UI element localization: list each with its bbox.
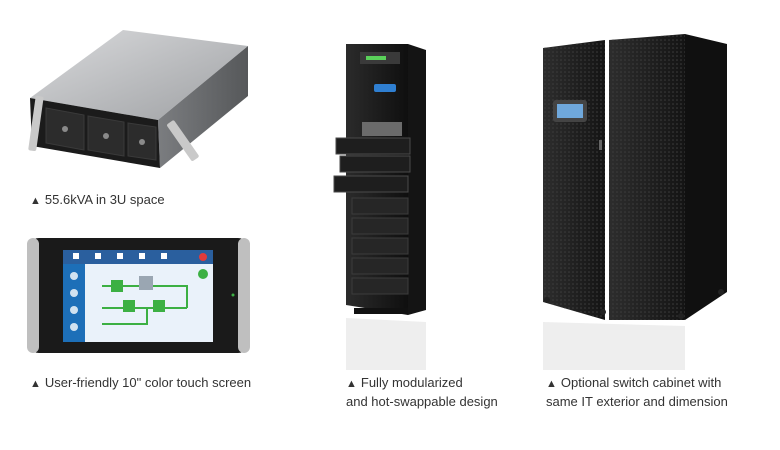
caption-rack: ▲55.6kVA in 3U space xyxy=(30,191,165,210)
caption-ups: ▲Fully modularized and hot-swappable des… xyxy=(346,374,498,411)
triangle-bullet-icon: ▲ xyxy=(546,378,557,390)
switch-cabinet-image xyxy=(535,30,735,370)
touch-screen-image xyxy=(27,238,250,353)
caption-screen: ▲User-friendly 10" color touch screen xyxy=(30,374,251,393)
triangle-bullet-icon: ▲ xyxy=(30,378,41,390)
modular-cabinet-image xyxy=(330,40,460,370)
rack-unit-image xyxy=(28,28,250,173)
caption-screen-text: User-friendly 10" color touch screen xyxy=(44,375,252,390)
caption-ups-line2: and hot-swappable design xyxy=(346,394,498,409)
caption-rack-text: 55.6kVA in 3U space xyxy=(44,192,165,207)
caption-switch: ▲Optional switch cabinet with same IT ex… xyxy=(546,374,728,411)
caption-switch-line1: Optional switch cabinet with xyxy=(560,375,722,390)
caption-switch-line2: same IT exterior and dimension xyxy=(546,394,728,409)
triangle-bullet-icon: ▲ xyxy=(30,195,41,207)
caption-ups-line1: Fully modularized xyxy=(360,375,463,390)
triangle-bullet-icon: ▲ xyxy=(346,378,357,390)
